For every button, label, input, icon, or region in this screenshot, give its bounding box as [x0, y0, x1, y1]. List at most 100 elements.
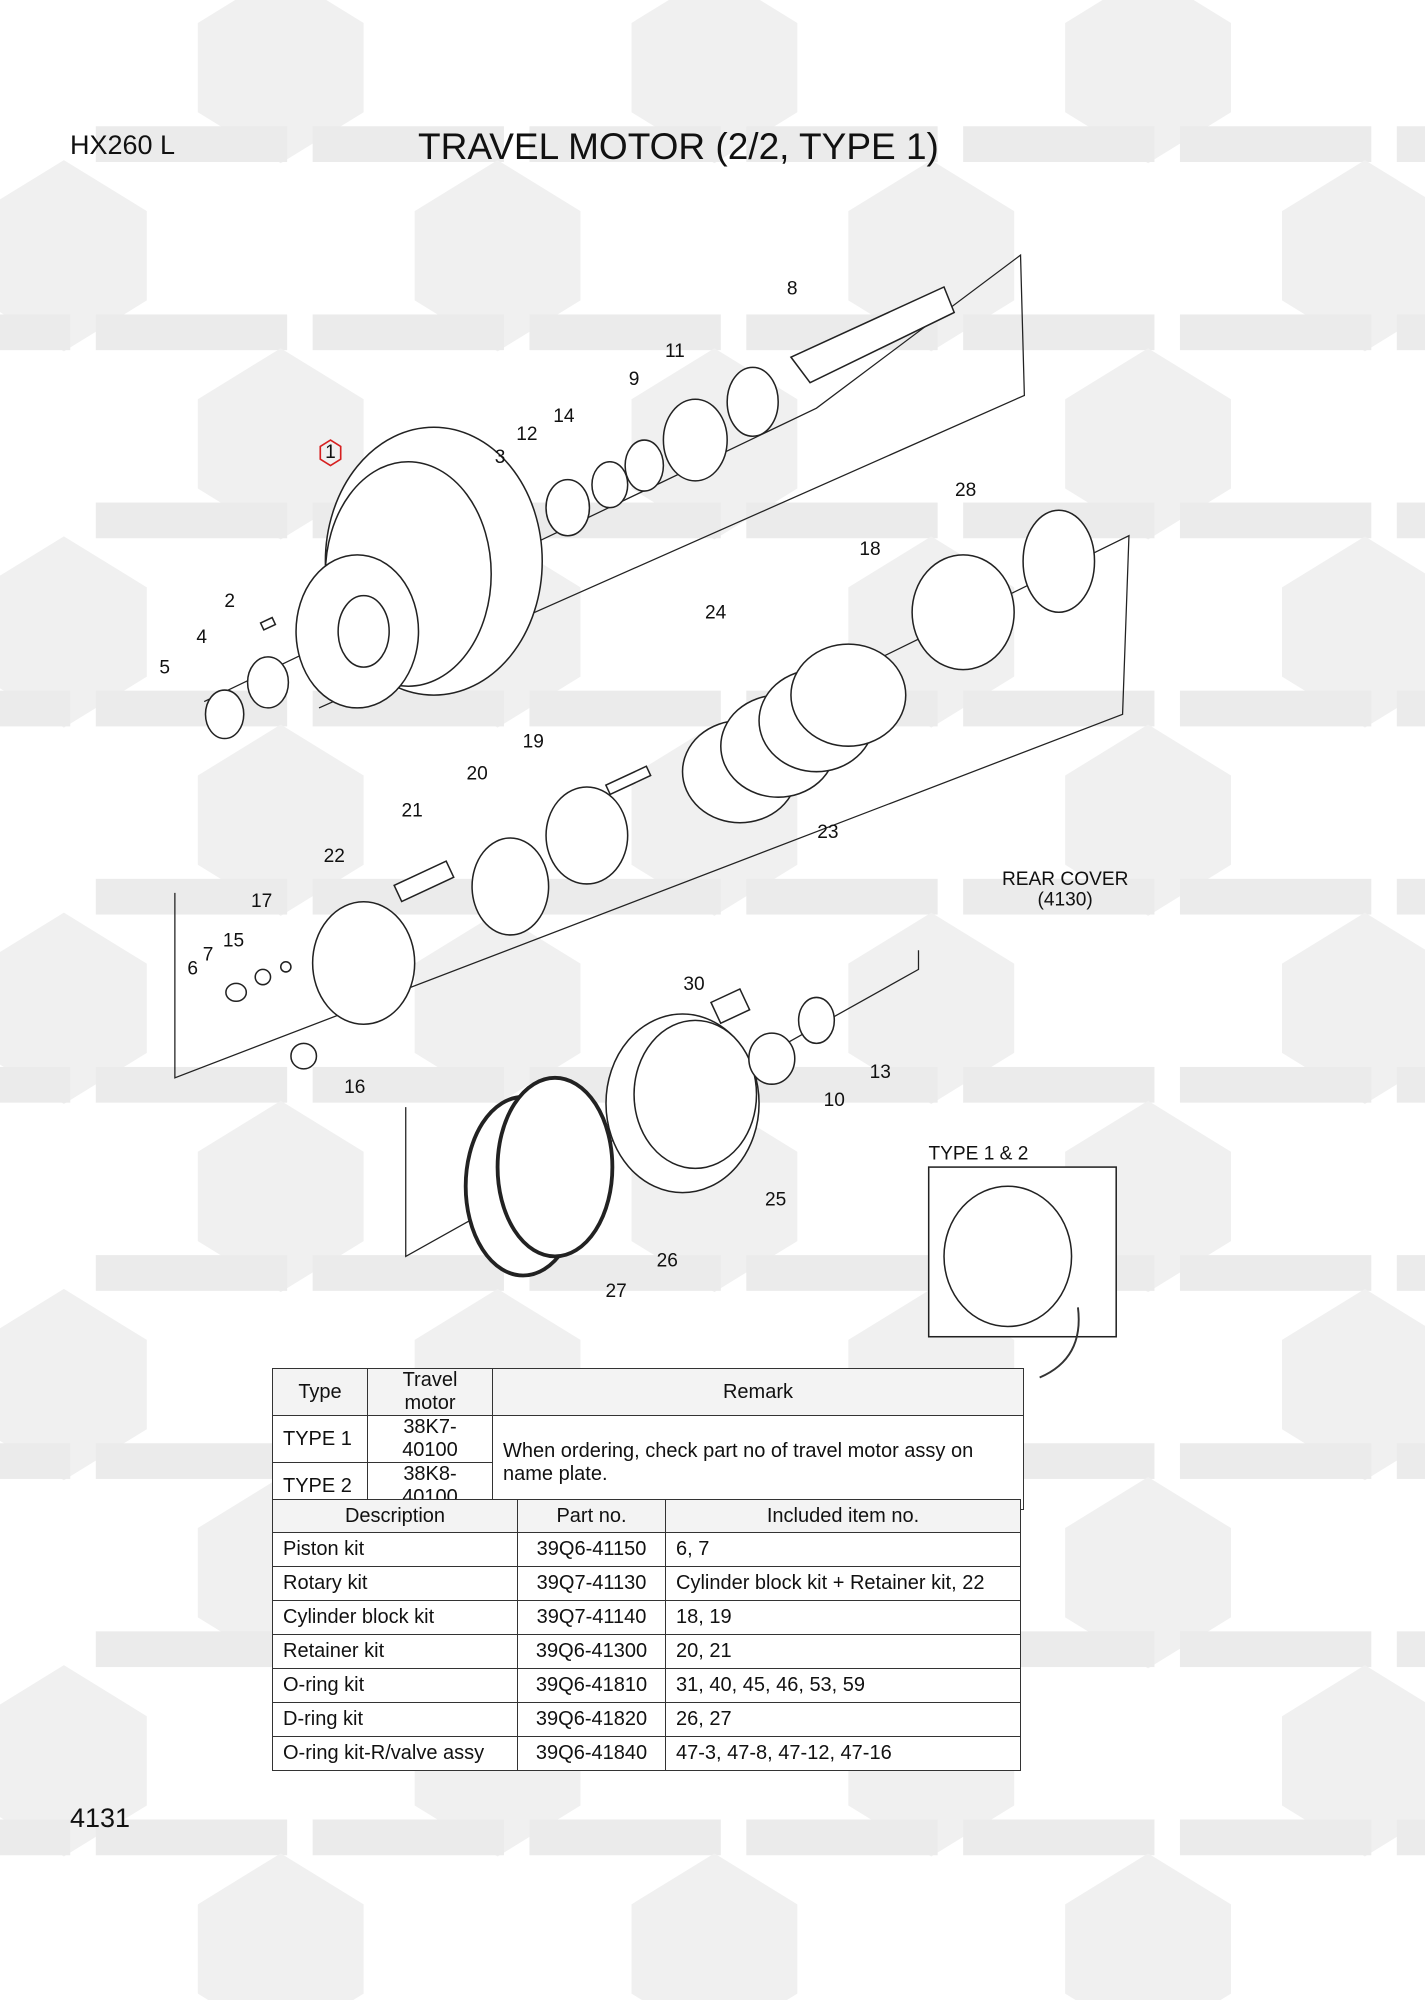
- watermark-band: [0, 314, 71, 351]
- header-part-no: Part no.: [517, 1499, 666, 1533]
- watermark-band: [1179, 1066, 1372, 1103]
- kit-table: Description Part no. Included item no. P…: [272, 1499, 1021, 1771]
- description-cell: Retainer kit: [272, 1634, 518, 1669]
- header-description: Description: [272, 1499, 518, 1533]
- callout-22: 22: [324, 846, 345, 867]
- callout-12: 12: [516, 424, 537, 445]
- included-cell: 31, 40, 45, 46, 53, 59: [665, 1668, 1021, 1703]
- callout-1: 1: [325, 442, 336, 463]
- watermark-band: [529, 1819, 721, 1856]
- watermark-hexagon: [1282, 1665, 1425, 1857]
- watermark-band: [1179, 878, 1372, 915]
- watermark-hexagon: [0, 1288, 147, 1481]
- watermark-hexagon: [631, 0, 798, 164]
- watermark-hexagon: [197, 724, 364, 916]
- watermark-band: [963, 690, 1155, 727]
- part-no-cell: 39Q7-41130: [517, 1566, 666, 1601]
- header-included: Included item no.: [665, 1499, 1021, 1533]
- watermark-band: [746, 1255, 938, 1291]
- watermark-band: [1179, 690, 1372, 727]
- callout-24: 24: [705, 603, 727, 624]
- included-cell: 26, 27: [665, 1702, 1021, 1737]
- rear-cover-label: REAR COVER: [1002, 869, 1128, 890]
- watermark-band: [95, 314, 288, 351]
- included-cell: Cylinder block kit + Retainer kit, 22: [665, 1566, 1021, 1601]
- header-type: Type: [272, 1368, 368, 1416]
- watermark-band: [1396, 1066, 1425, 1103]
- watermark-band: [312, 126, 504, 162]
- callout-16: 16: [344, 1077, 365, 1098]
- watermark-band: [963, 126, 1155, 162]
- type-table: Type Travel motor Remark TYPE 1 38K7-401…: [272, 1368, 1024, 1510]
- watermark-hexagon: [197, 1853, 364, 2000]
- watermark-band: [95, 1255, 288, 1291]
- part-no-cell: 39Q6-41150: [517, 1532, 666, 1567]
- remark-cell: When ordering, check part no of travel m…: [492, 1415, 1024, 1510]
- watermark-hexagon: [1065, 0, 1231, 164]
- watermark-band: [1179, 1443, 1372, 1479]
- watermark-band: [529, 1255, 721, 1291]
- watermark-band: [312, 1066, 504, 1103]
- callout-3: 3: [495, 447, 506, 468]
- description-cell: D-ring kit: [272, 1702, 518, 1737]
- part-no-cell: 39Q7-41140: [517, 1600, 666, 1635]
- watermark-band: [529, 690, 721, 727]
- watermark-band: [963, 1066, 1155, 1103]
- watermark-band: [1396, 126, 1425, 162]
- watermark-hexagon: [1282, 536, 1425, 728]
- callout-25: 25: [765, 1189, 786, 1210]
- watermark-band: [0, 1443, 71, 1479]
- watermark-band: [1396, 1819, 1425, 1856]
- callout-18: 18: [859, 539, 880, 560]
- watermark-band: [1396, 314, 1425, 351]
- watermark-hexagon: [1065, 724, 1231, 916]
- description-cell: Cylinder block kit: [272, 1600, 518, 1635]
- inset-arrow: [1039, 1307, 1080, 1379]
- watermark-band: [746, 126, 938, 162]
- callout-15: 15: [223, 930, 244, 951]
- watermark-band: [1396, 878, 1425, 915]
- watermark-band: [746, 502, 938, 539]
- page-number: 4131: [70, 1803, 131, 1833]
- page-title: TRAVEL MOTOR (2/2, TYPE 1): [418, 126, 939, 167]
- callout-28: 28: [955, 480, 976, 501]
- watermark-band: [963, 878, 1155, 915]
- watermark-band: [95, 878, 288, 915]
- callout-6: 6: [187, 958, 198, 979]
- watermark-hexagon: [0, 912, 147, 1104]
- watermark-band: [95, 1443, 288, 1479]
- watermark-hexagon: [197, 1100, 364, 1293]
- watermark-hexagon: [1282, 1288, 1425, 1481]
- watermark-hexagon: [414, 160, 581, 352]
- watermark-hexagon: [1065, 348, 1231, 540]
- watermark-band: [529, 878, 721, 915]
- watermark-band: [1179, 314, 1372, 351]
- watermark-band: [95, 502, 288, 539]
- highlight-hexagon: [319, 439, 342, 467]
- inset-label: TYPE 1 & 2: [928, 1143, 1028, 1164]
- watermark-hexagon: [1282, 912, 1425, 1104]
- description-cell: Piston kit: [272, 1532, 518, 1567]
- description-cell: O-ring kit-R/valve assy: [272, 1736, 518, 1771]
- watermark-band: [0, 1819, 71, 1856]
- callout-26: 26: [657, 1251, 678, 1272]
- callout-23: 23: [817, 822, 838, 843]
- watermark-hexagon: [197, 348, 364, 540]
- watermark-band: [1179, 126, 1372, 162]
- part-no-cell: 39Q6-41810: [517, 1668, 666, 1703]
- included-cell: 47-3, 47-8, 47-12, 47-16: [665, 1736, 1021, 1771]
- watermark-band: [963, 314, 1155, 351]
- watermark-band: [1179, 1255, 1372, 1291]
- callout-9: 9: [629, 369, 640, 390]
- watermark-band: [1396, 502, 1425, 539]
- watermark-hexagon: [1065, 1477, 1231, 1669]
- watermark-band: [1396, 1631, 1425, 1668]
- watermark-band: [95, 1631, 288, 1668]
